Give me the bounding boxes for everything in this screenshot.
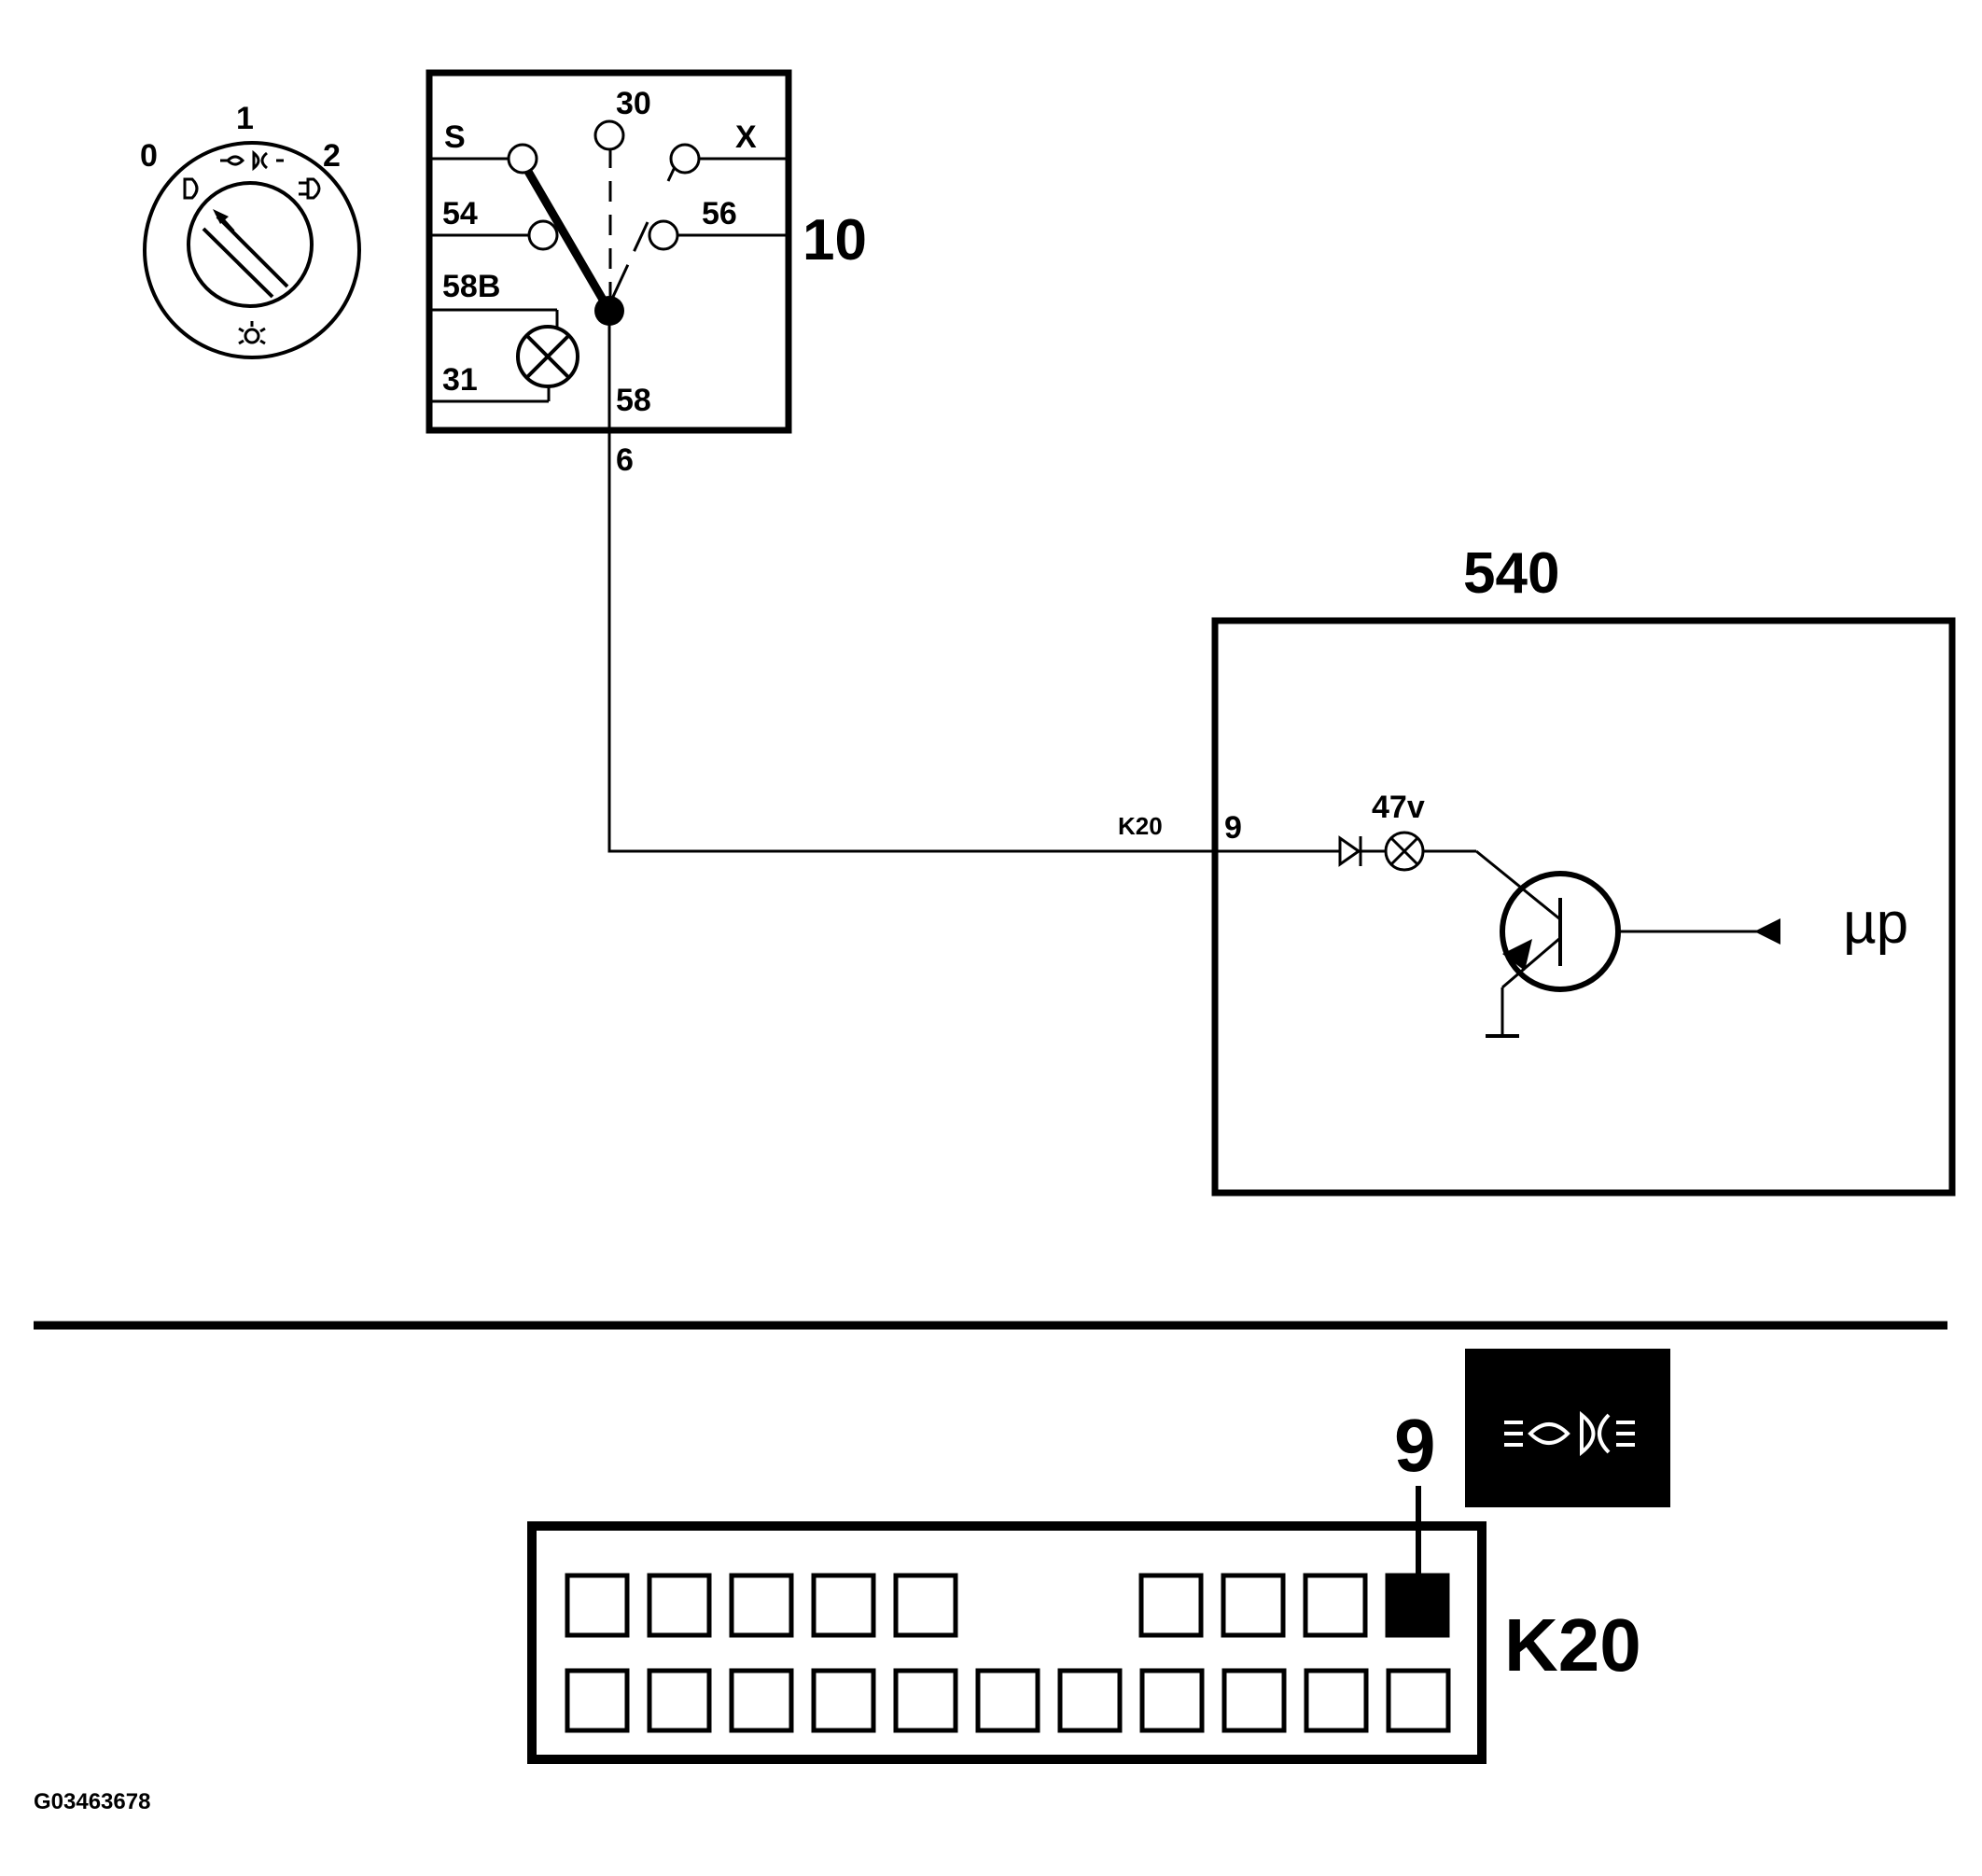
connector-pin [1386, 1668, 1451, 1733]
indicator-lamp-symbol [516, 325, 579, 388]
module-540: 540 K20 9 47v µp [1118, 541, 1956, 1197]
terminal-x-label: X [735, 119, 757, 155]
connector-pin [1221, 1668, 1287, 1733]
switch-output-pin-label: 6 [616, 442, 634, 478]
parking-light-indicator-box [1465, 1349, 1670, 1507]
connector-name: K20 [1504, 1603, 1641, 1687]
control-input-arrow [1754, 918, 1780, 945]
diode-symbol [1338, 835, 1362, 867]
terminal-31-label: 31 [442, 362, 478, 398]
module-number: 540 [1463, 541, 1559, 606]
dial-position-1: 1 [236, 101, 254, 136]
switch-pivot [594, 296, 624, 326]
connector-pin [1138, 1573, 1204, 1638]
connector-pin [729, 1573, 794, 1638]
parking-light-icon [1504, 1410, 1635, 1457]
highlighted-pin-label: 9 [1394, 1404, 1436, 1487]
light-switch-schematic: 30 S X 54 56 58B 31 58 10 [426, 69, 867, 434]
connector-pin [893, 1573, 958, 1638]
connector-pin [811, 1573, 876, 1638]
connector-pin [893, 1668, 958, 1733]
contact-x [669, 143, 701, 175]
connector-pin [1139, 1668, 1205, 1733]
terminal-58b-label: 58B [442, 269, 500, 304]
contact-54 [527, 219, 559, 251]
dial-position-2: 2 [323, 138, 341, 174]
switch-component-number: 10 [803, 208, 867, 273]
connector-pin [647, 1668, 712, 1733]
connector-pin [1303, 1573, 1368, 1638]
terminal-s-label: S [444, 119, 466, 155]
connector-bottom-row [565, 1668, 1451, 1733]
connector-pin [565, 1668, 630, 1733]
module-connector-ref: K20 [1118, 812, 1163, 840]
connector-pin [1221, 1573, 1286, 1638]
dial-position-0: 0 [140, 138, 158, 174]
terminal-54-label: 54 [442, 196, 478, 231]
wire-58: 6 [607, 430, 1215, 853]
control-input-label: µp [1843, 891, 1908, 956]
contact-56 [648, 219, 679, 251]
light-switch-dial: 0 1 2 [140, 101, 361, 359]
connector-housing [527, 1521, 1486, 1764]
instrument-light-icon [238, 321, 266, 345]
connector-pin [729, 1668, 794, 1733]
contact-30 [593, 119, 625, 151]
diagram-reference-id: G03463678 [34, 1789, 150, 1814]
terminal-56-label: 56 [702, 196, 737, 231]
connector-pin [811, 1668, 876, 1733]
headlight-position-icon [299, 177, 321, 200]
module-pin-label: 9 [1224, 810, 1242, 846]
terminal-58-label: 58 [616, 383, 651, 418]
transistor-symbol [1475, 849, 1780, 1038]
connector-pin [975, 1668, 1040, 1733]
connector-pin [565, 1573, 630, 1638]
connector-k20-view: 9 K20 [527, 1349, 1670, 1764]
position-0-lamp-icon [183, 177, 199, 200]
connector-pin [1057, 1668, 1123, 1733]
connector-pin [647, 1573, 712, 1638]
connector-top-row [565, 1573, 1450, 1638]
lamp-rating-label: 47v [1372, 790, 1425, 825]
connector-pin-highlighted [1385, 1573, 1450, 1638]
contact-s [507, 143, 538, 175]
terminal-30-label: 30 [616, 86, 651, 121]
connector-pin [1304, 1668, 1369, 1733]
parking-light-position-icon [220, 149, 284, 172]
indicator-lamp-47v-symbol [1384, 831, 1425, 872]
